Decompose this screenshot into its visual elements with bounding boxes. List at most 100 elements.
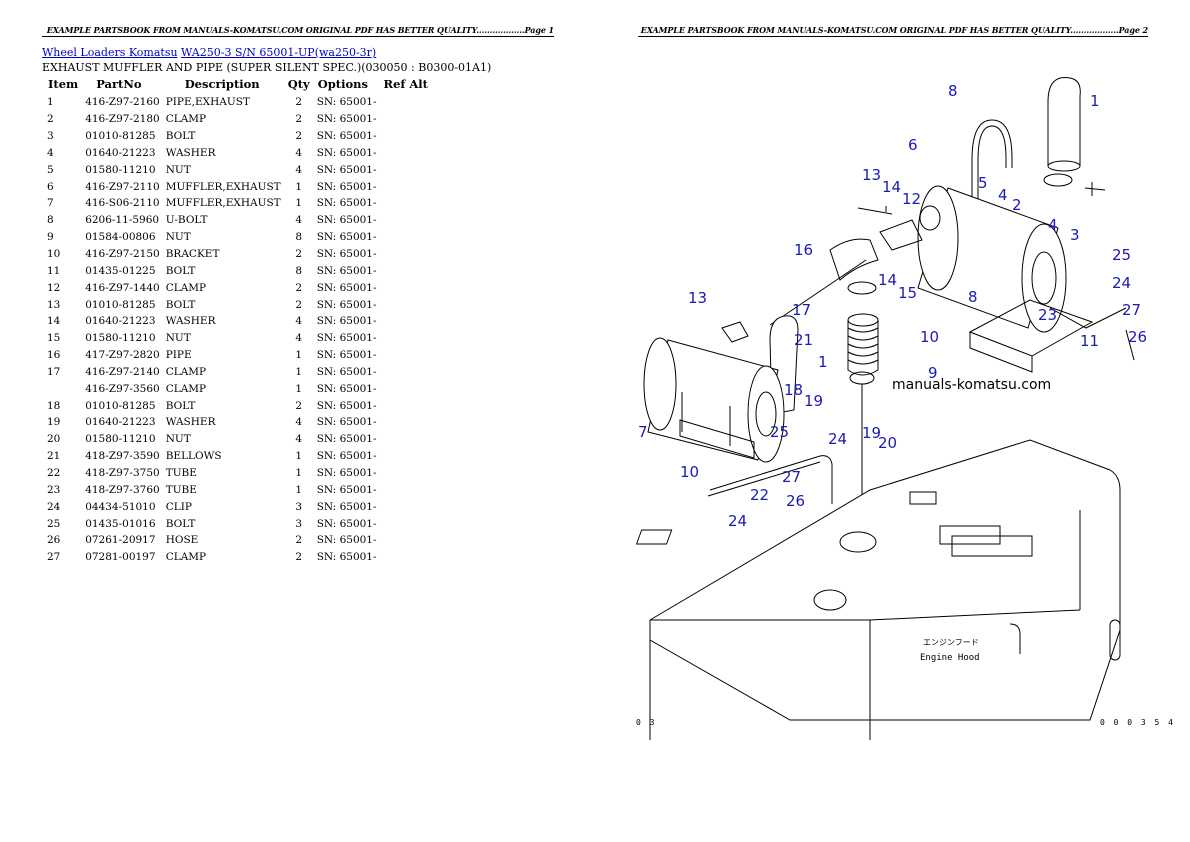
cell-item: 27 (47, 551, 61, 564)
callout-9: 9 (928, 364, 938, 382)
muffler-upper (917, 185, 1067, 333)
cell-ref-alt (380, 448, 432, 465)
cell-ref-alt (380, 128, 432, 145)
cell-description: BOLT (165, 298, 196, 311)
muffler-lower (643, 337, 785, 463)
cell-description: TUBE (165, 483, 197, 496)
cell-qty: 4 (295, 315, 303, 328)
u-bolt-upper (971, 119, 1013, 260)
cell-item: 20 (47, 433, 61, 446)
cell-partno: 07281-00197 (85, 551, 156, 564)
callout-22: 22 (750, 486, 769, 504)
cell-partno: 01010-81285 (85, 130, 156, 143)
cell-partno: 416-Z97-2140 (85, 365, 160, 378)
page-header-2: EXAMPLE PARTSBOOK FROM MANUALS-KOMATSU.C… (638, 25, 1148, 37)
cell-partno: 04434-51010 (85, 500, 156, 513)
cell-ref-alt (380, 94, 432, 111)
exhaust-pipe-upper (1047, 77, 1081, 167)
cell-partno: 01435-01225 (85, 264, 156, 277)
cell-qty: 1 (295, 382, 303, 395)
column-header-item: Item (48, 77, 79, 91)
cell-ref-alt (380, 212, 432, 229)
clamp-upper (1043, 173, 1073, 187)
cell-item: 24 (47, 500, 61, 513)
cell-partno: 416-Z97-2150 (85, 248, 160, 261)
callout-27: 27 (782, 468, 801, 486)
cell-partno: 416-Z97-2110 (85, 180, 160, 193)
cell-qty: 2 (295, 248, 303, 261)
cell-ref-alt (380, 498, 432, 515)
cell-options: SN: 65001- (316, 281, 377, 294)
cell-description: MUFFLER,EXHAUST (165, 197, 281, 210)
callout-26: 26 (1128, 328, 1147, 346)
drawing-code-left: 0 3 (636, 718, 657, 727)
cell-options: SN: 65001- (316, 231, 377, 244)
callout-23: 23 (1038, 306, 1057, 324)
cell-ref-alt (380, 296, 432, 313)
tube-22 (709, 455, 833, 504)
cell-item: 4 (47, 146, 54, 159)
callout-19: 19 (804, 392, 823, 410)
cell-description: BRACKET (165, 248, 220, 261)
cell-description: BOLT (165, 130, 196, 143)
parts-table: Item PartNo Description Qty Options Ref … (44, 77, 432, 566)
callout-24: 24 (728, 512, 747, 530)
callout-6: 6 (908, 136, 918, 154)
cell-options: SN: 65001- (316, 180, 377, 193)
cell-partno: 01010-81285 (85, 399, 156, 412)
cell-partno: 416-Z97-3560 (85, 382, 160, 395)
column-header-description: Description (184, 77, 260, 91)
cell-ref-alt (380, 364, 432, 381)
cell-item: 11 (47, 264, 61, 277)
pipe-16 (829, 238, 879, 281)
engine-hood (635, 439, 1121, 740)
bolt-13-upper (857, 206, 893, 215)
cell-partno: 416-S06-2110 (85, 197, 160, 210)
cell-item: 25 (47, 517, 61, 530)
cell-qty: 2 (295, 113, 303, 126)
bracket-upper (968, 299, 1094, 373)
cell-options: SN: 65001- (316, 96, 377, 109)
cell-ref-alt (380, 279, 432, 296)
cell-qty: 1 (295, 466, 303, 479)
cell-qty: 1 (295, 197, 303, 210)
callout-10: 10 (920, 328, 939, 346)
cell-partno: 01580-11210 (85, 163, 156, 176)
cell-partno: 416-Z97-1440 (85, 281, 160, 294)
cell-description: NUT (165, 332, 191, 345)
callout-26: 26 (786, 492, 805, 510)
cell-options: SN: 65001- (316, 416, 377, 429)
breadcrumb-link-model[interactable]: WA250-3 S/N 65001-UP(wa250-3r) (181, 46, 377, 59)
breadcrumb-link-wheel-loaders[interactable]: Wheel Loaders Komatsu (42, 46, 178, 59)
column-header-qty: Qty (287, 77, 310, 91)
cell-partno: 01584-00806 (85, 231, 156, 244)
cell-ref-alt (380, 431, 432, 448)
cell-qty: 3 (295, 517, 303, 530)
cell-partno: 418-Z97-3760 (85, 483, 160, 496)
callout-8: 8 (968, 288, 978, 306)
cell-ref-alt (380, 465, 432, 482)
clamp-12 (879, 219, 923, 251)
callout-13: 13 (688, 289, 707, 307)
cell-qty: 8 (295, 264, 303, 277)
hood-label: Engine Hood (920, 653, 980, 663)
cell-item: 21 (47, 450, 61, 463)
callout-14: 14 (878, 271, 897, 289)
cell-qty: 8 (295, 231, 303, 244)
cell-description: TUBE (165, 466, 197, 479)
cell-description: PIPE,EXHAUST (165, 96, 250, 109)
cell-options: SN: 65001- (316, 298, 377, 311)
cell-partno: 418-Z97-3750 (85, 466, 160, 479)
cell-options: SN: 65001- (316, 551, 377, 564)
cell-description: HOSE (165, 534, 199, 547)
